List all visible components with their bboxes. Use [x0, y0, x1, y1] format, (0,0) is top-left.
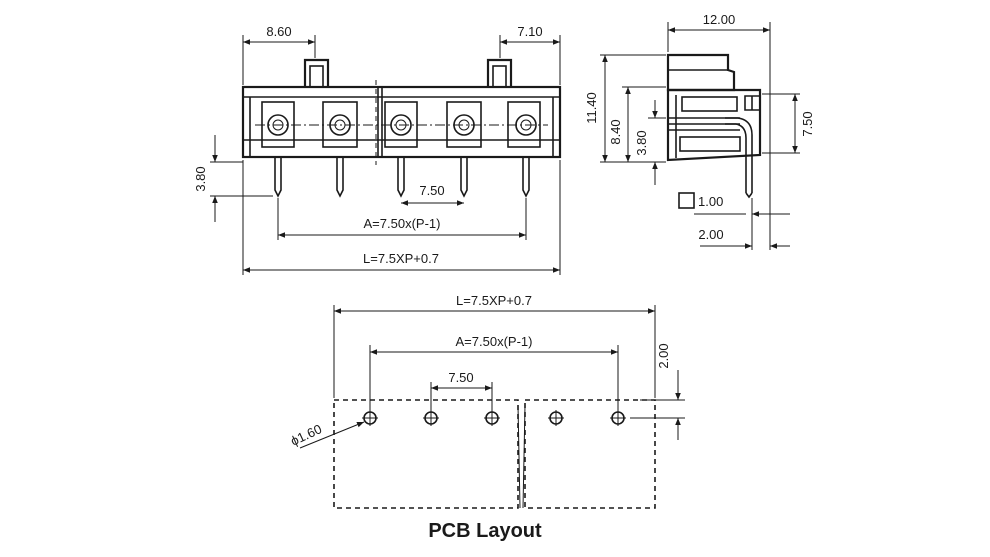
dim-left-width: 8.60: [266, 24, 291, 39]
front-view: 8.60 7.10 3.80 7.50 A=7.50x(P-1) L=7.5XP…: [193, 24, 562, 275]
pcb-dim-pitch: 7.50: [448, 370, 473, 385]
dim-right-height: 7.50: [800, 111, 815, 136]
right-latch: [486, 58, 513, 87]
pcb-dim-hole: ϕ1.60: [288, 421, 324, 448]
dim-l: L=7.5XP+0.7: [363, 251, 439, 266]
pcb-holes: [362, 410, 626, 426]
left-latch: [303, 58, 330, 87]
pcb-outline-left: [333, 399, 519, 509]
front-terminals: [255, 80, 548, 165]
pin-square-symbol: [678, 192, 695, 209]
dim-pin-length: 3.80: [193, 166, 208, 191]
front-pins: [274, 157, 530, 198]
dim-total-height: 11.40: [584, 92, 599, 124]
dim-pin-square: 1.00: [698, 194, 723, 209]
side-view: 12.00 11.40 8.40 3.80 7.50 1.00 2.00: [584, 12, 815, 250]
dim-pin-offset: 2.00: [698, 227, 723, 242]
pcb-layout-view: L=7.5XP+0.7 A=7.50x(P-1) 7.50 ϕ1.60 2.00…: [288, 293, 685, 542]
dim-pin-height: 3.80: [634, 130, 649, 155]
dim-right-width: 7.10: [517, 24, 542, 39]
side-pin: [725, 117, 753, 193]
side-top-block: [666, 53, 736, 92]
dim-body-height: 8.40: [608, 119, 623, 144]
pcb-layout-title: PCB Layout: [428, 520, 542, 542]
dim-pitch: 7.50: [419, 183, 444, 198]
pcb-outline-right: [524, 399, 656, 509]
hole-leader-line: [299, 421, 365, 449]
dim-depth: 12.00: [703, 12, 736, 27]
pcb-dim-a: A=7.50x(P-1): [456, 334, 533, 349]
pcb-dim-edge: 2.00: [656, 343, 671, 368]
side-body: [666, 88, 762, 162]
dim-a: A=7.50x(P-1): [364, 216, 441, 231]
pcb-dim-l: L=7.5XP+0.7: [456, 293, 532, 308]
front-body-outline: [241, 85, 562, 159]
